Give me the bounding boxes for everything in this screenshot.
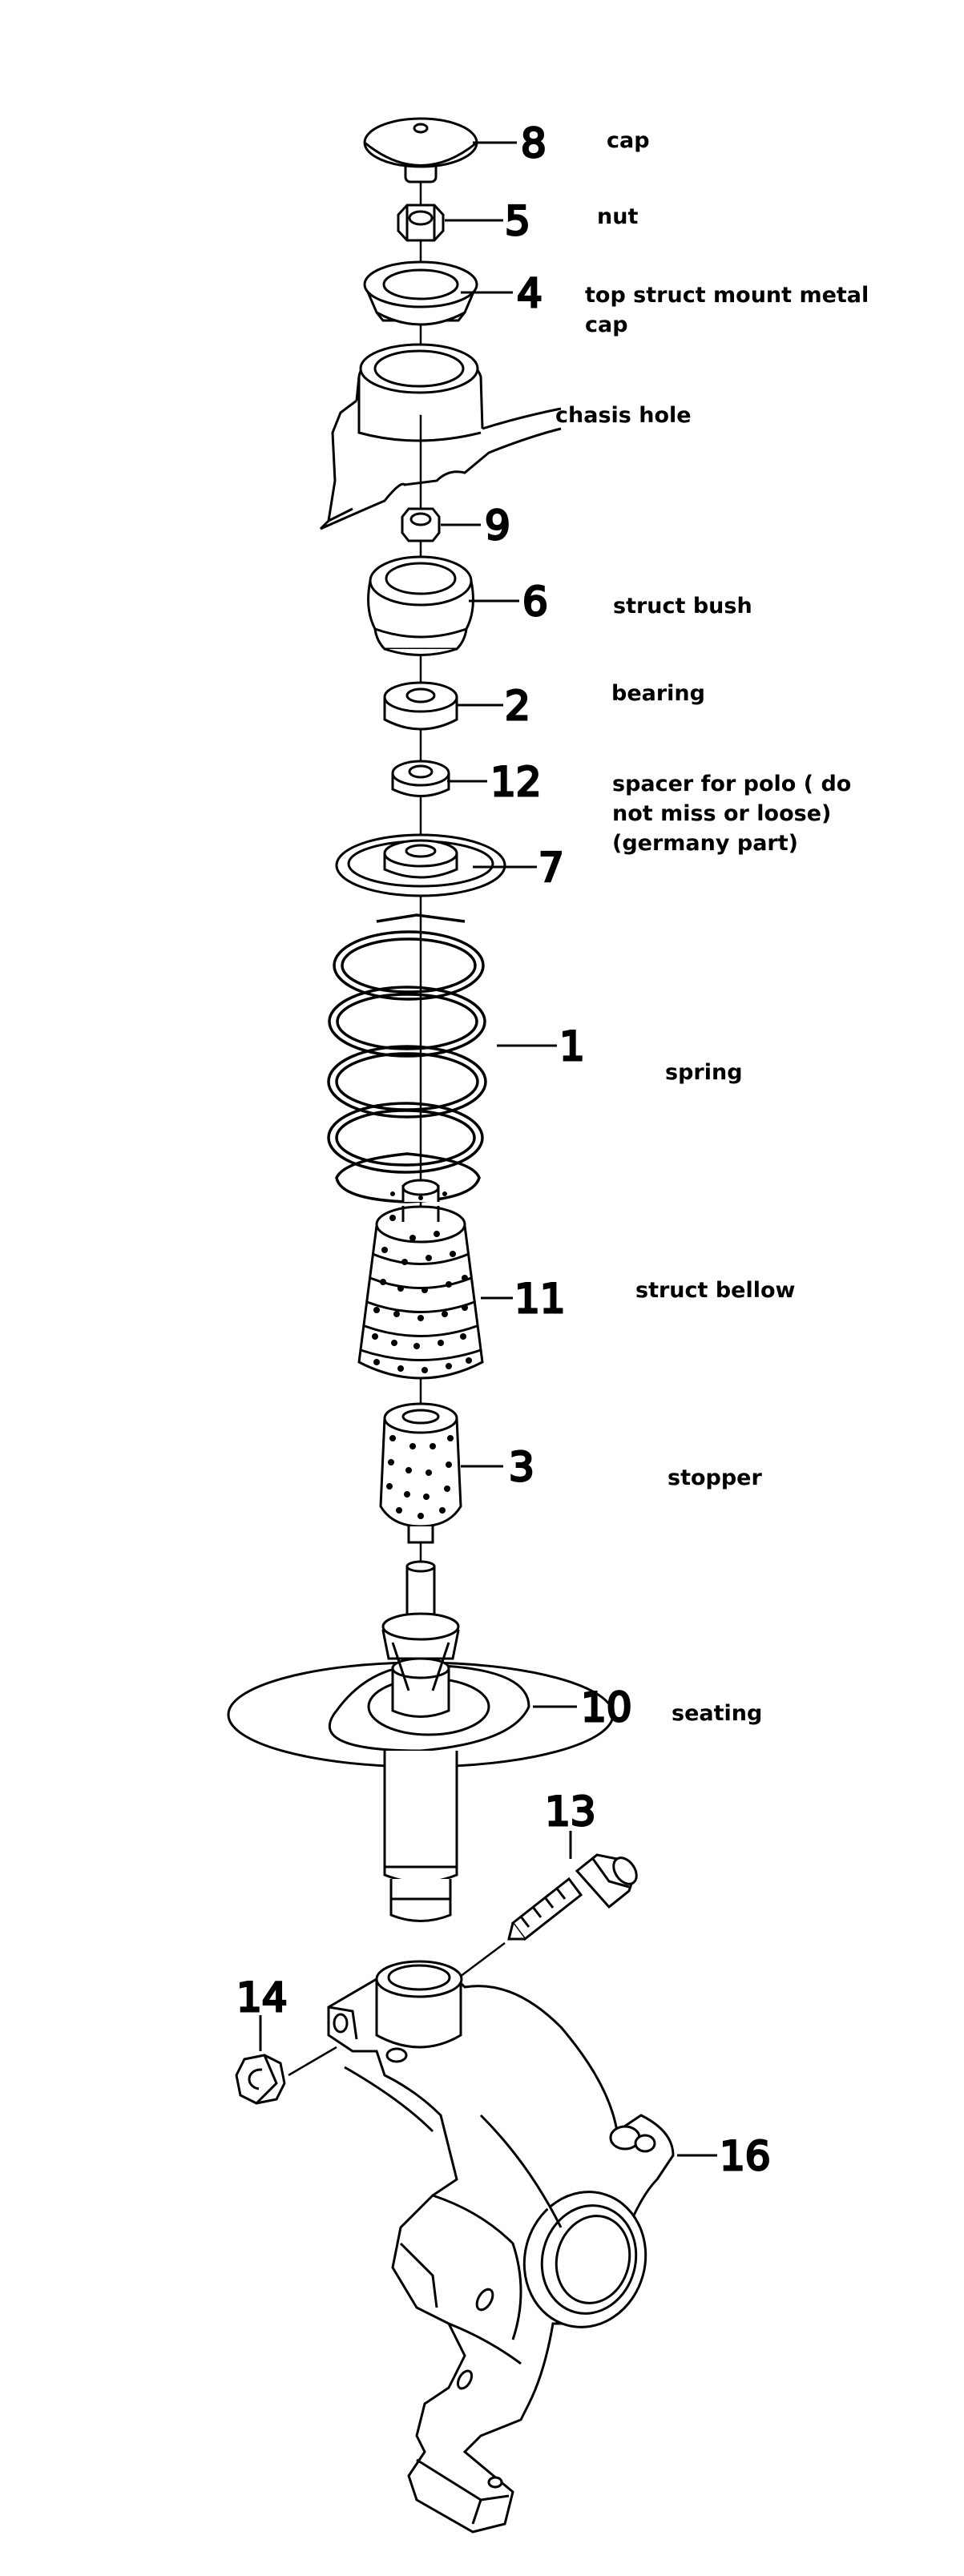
nut-part (397, 204, 445, 242)
label-cap: cap (607, 128, 650, 153)
part-number-6: 6 (522, 578, 548, 625)
part-number-13: 13 (545, 1788, 596, 1835)
nut-path-line (288, 2046, 337, 2077)
spring-seat-part (335, 833, 506, 897)
strut-bellow-part (357, 1179, 484, 1380)
label-top-mount-cap: top struct mount metal cap (585, 283, 869, 337)
shock-absorber-part (227, 1560, 615, 1922)
part-number-2: 2 (505, 683, 530, 729)
label-struct-bellow: struct bellow (635, 1278, 796, 1303)
part-number-10: 10 (581, 1684, 632, 1731)
label-seating: seating (672, 1701, 763, 1726)
chassis-tower-part (319, 343, 562, 530)
part-number-7: 7 (538, 845, 564, 891)
label-bearing: bearing (611, 681, 705, 706)
part-number-8: 8 (521, 120, 547, 167)
spacer-part (391, 760, 450, 797)
part-number-11: 11 (514, 1276, 566, 1322)
label-chasis-hole: chasis hole (555, 403, 692, 428)
label-spring: spring (665, 1060, 743, 1085)
bolt-path-line (456, 1942, 506, 1980)
steering-knuckle-part (327, 1960, 675, 2534)
part-number-1: 1 (559, 1023, 585, 1070)
part-number-5: 5 (505, 198, 530, 244)
bearing-part (383, 681, 458, 731)
label-nut: nut (597, 204, 639, 229)
label-struct-bush: struct bush (613, 594, 752, 619)
part-number-4: 4 (517, 270, 543, 316)
top-mount-cap-part (363, 260, 478, 326)
strut-bush-part (367, 555, 474, 656)
part-number-14: 14 (236, 1974, 288, 2021)
hub-nut-part (235, 2054, 286, 2105)
cap-part (363, 117, 478, 183)
coil-spring-part (327, 913, 487, 1203)
part-number-12: 12 (490, 759, 542, 805)
stopper-part (379, 1402, 462, 1544)
label-stopper: stopper (668, 1465, 762, 1490)
small-nut-part (401, 507, 441, 542)
part-number-3: 3 (509, 1444, 534, 1490)
label-spacer: spacer for polo ( do not miss or loose)(… (612, 772, 852, 856)
part-number-9: 9 (485, 502, 510, 549)
bolt-part (507, 1853, 638, 1941)
part-number-16: 16 (720, 2133, 771, 2179)
